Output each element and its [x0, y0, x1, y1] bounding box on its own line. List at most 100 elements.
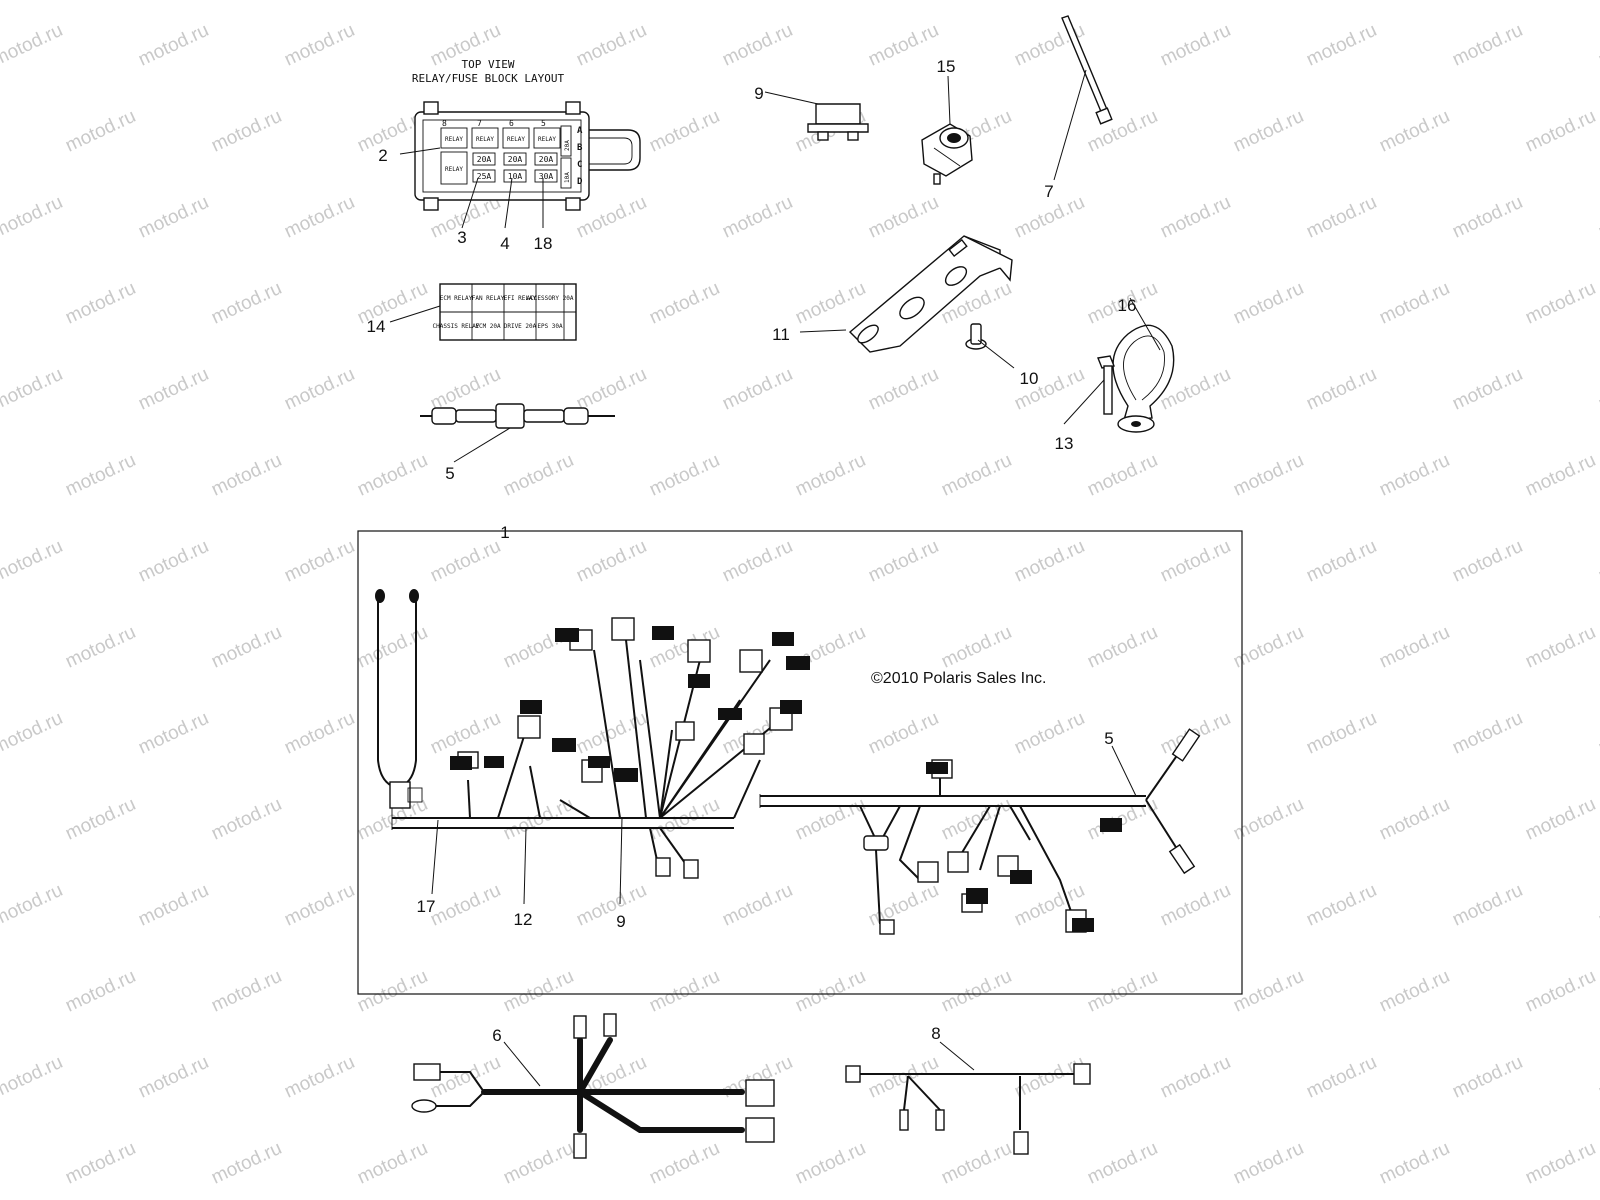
watermark-text: motod.ru	[135, 880, 212, 931]
watermark-text: motod.ru	[1303, 536, 1380, 587]
decal-cell: EPS 30A	[537, 323, 563, 330]
watermark-text: motod.ru	[208, 1138, 285, 1189]
watermark-text: motod.ru	[208, 278, 285, 329]
fuse-column-number: 6	[509, 119, 514, 128]
watermark-text: motod.ru	[792, 1138, 869, 1189]
watermark-text: motod.ru	[1522, 106, 1599, 157]
watermark-text: motod.ru	[646, 106, 723, 157]
watermark-text: motod.ru	[1084, 966, 1161, 1017]
watermark-text: motod.ru	[1084, 450, 1161, 501]
callout-8: 8	[931, 1024, 940, 1043]
watermark-text: motod.ru	[865, 1052, 942, 1103]
watermark-text: motod.ru	[1011, 708, 1088, 759]
watermark-text: motod.ru	[1595, 536, 1600, 587]
jumper-harness	[845, 1063, 1091, 1155]
callout-numbers: 1 2 3 4 5 5 6 7 8 9 9 10 11 12 13 14 15 …	[367, 57, 1137, 1045]
fuse-label-decal: ECM RELAY FAN RELAY EFI RELAY CHASSIS RE…	[433, 283, 577, 341]
watermark-text: motod.ru	[1303, 880, 1380, 931]
watermark-text: motod.ru	[0, 708, 66, 759]
watermark-text: motod.ru	[427, 708, 504, 759]
callout-15: 15	[937, 57, 956, 76]
callout-18: 18	[534, 234, 553, 253]
decal-cell: EFI RELAY	[504, 295, 537, 302]
watermark-text: motod.ru	[719, 880, 796, 931]
watermark-text: motod.ru	[865, 708, 942, 759]
watermark-text: motod.ru	[354, 966, 431, 1017]
watermark-text: motod.ru	[500, 966, 577, 1017]
watermark-text: motod.ru	[1084, 622, 1161, 673]
callout-1: 1	[500, 523, 509, 542]
fuse-rating: 30A	[539, 172, 554, 181]
callout-14: 14	[367, 317, 386, 336]
watermark-text: motod.ru	[0, 880, 66, 931]
watermark-text: motod.ru	[135, 20, 212, 71]
bracket-part	[848, 235, 1013, 353]
watermark-text: motod.ru	[719, 536, 796, 587]
watermark-text: motod.ru	[500, 1138, 577, 1189]
watermark-text: motod.ru	[792, 450, 869, 501]
relay-fuse-block: TOP VIEW RELAY/FUSE BLOCK LAYOUT 8 7 6 5…	[412, 58, 641, 211]
watermark-text: motod.ru	[1376, 966, 1453, 1017]
fuse-column-number: 8	[442, 119, 447, 128]
watermark-text: motod.ru	[0, 20, 66, 71]
fuse-rating: 20A	[477, 155, 492, 164]
watermark-text: motod.ru	[646, 450, 723, 501]
watermark-text: motod.ru	[0, 1052, 66, 1103]
clamp-part	[1112, 324, 1175, 433]
watermark-text: motod.ru	[135, 1052, 212, 1103]
relay-slot-label: RELAY	[445, 136, 463, 143]
row-letter: C	[577, 160, 582, 170]
watermark-text: motod.ru	[427, 880, 504, 931]
watermark-text: motod.ru	[1157, 880, 1234, 931]
fuse-column-number: 7	[477, 119, 482, 128]
watermark-text: motod.ru	[1157, 20, 1234, 71]
watermark-text: motod.ru	[1230, 1138, 1307, 1189]
callout-10: 10	[1020, 369, 1039, 388]
relay-slot-label: RELAY	[538, 136, 556, 143]
watermark-text: motod.ru	[1084, 1138, 1161, 1189]
watermark-text: motod.ru	[573, 880, 650, 931]
watermark-text: motod.ru	[865, 364, 942, 415]
watermark-text: motod.ru	[0, 192, 66, 243]
side-fuse-rating: 20A	[564, 140, 571, 151]
watermark-text: motod.ru	[135, 364, 212, 415]
watermark-text: motod.ru	[62, 966, 139, 1017]
watermark-text: motod.ru	[938, 622, 1015, 673]
watermark-text: motod.ru	[1303, 20, 1380, 71]
watermark-text: motod.ru	[1230, 450, 1307, 501]
watermark-text: motod.ru	[1376, 106, 1453, 157]
watermark-text: motod.ru	[1376, 1138, 1453, 1189]
sub-harness	[411, 1013, 775, 1159]
watermark-text: motod.ru	[281, 364, 358, 415]
watermark-text: motod.ru	[1522, 1138, 1599, 1189]
watermark-text: motod.ru	[208, 450, 285, 501]
watermark-text: motod.ru	[62, 106, 139, 157]
watermark-text: motod.ru	[1522, 966, 1599, 1017]
watermark-text: motod.ru	[62, 1138, 139, 1189]
callout-9-connector: 9	[754, 84, 763, 103]
watermark-text: motod.ru	[354, 1138, 431, 1189]
fuse-rating: 20A	[539, 155, 554, 164]
fuse-column-number: 5	[541, 119, 546, 128]
decal-cell: ACCESSORY 20A	[527, 295, 574, 302]
watermark-text: motod.ru	[1449, 536, 1526, 587]
watermark-text: motod.ru	[281, 536, 358, 587]
relay-slot-label: RELAY	[445, 166, 463, 173]
inline-fuse-holder	[420, 403, 615, 429]
watermark-text: motod.ru	[1595, 708, 1600, 759]
watermark-text: motod.ru	[865, 192, 942, 243]
watermark-text: motod.ru	[427, 364, 504, 415]
watermark-text: motod.ru	[938, 794, 1015, 845]
callout-11: 11	[772, 325, 790, 344]
watermark-text: motod.ru	[1522, 794, 1599, 845]
watermark-text: motod.ru	[1449, 1052, 1526, 1103]
watermark-text: motod.ru	[1376, 450, 1453, 501]
watermark-text: motod.ru	[281, 708, 358, 759]
bolt-part	[1097, 355, 1115, 415]
watermark-text: motod.ru	[427, 536, 504, 587]
fuse-block-title-line1: TOP VIEW	[462, 58, 515, 71]
watermark-text: motod.ru	[1303, 708, 1380, 759]
callout-6: 6	[492, 1026, 501, 1045]
